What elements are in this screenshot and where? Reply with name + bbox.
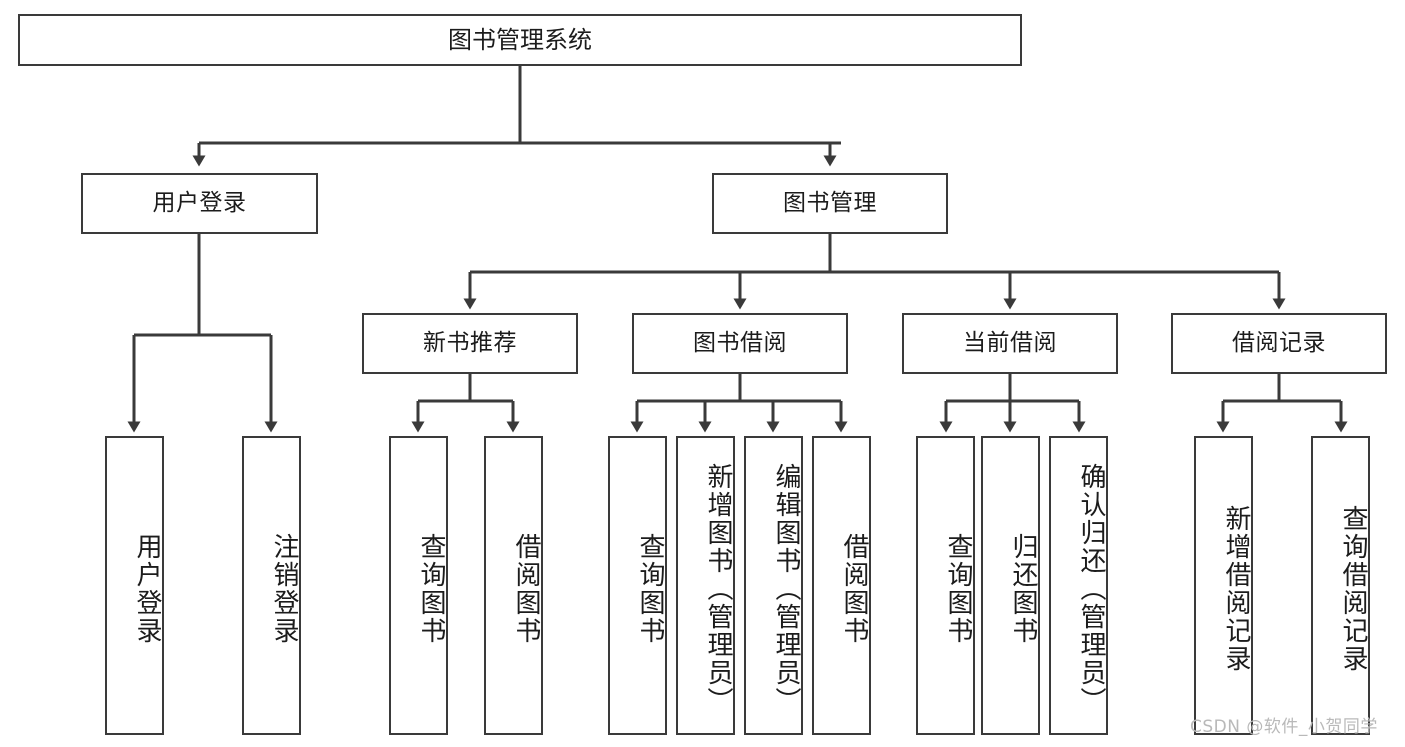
leaf-user-login-logout[interactable]: 注销登录 (242, 436, 301, 735)
leaf-borrow-record-add[interactable]: 新增借阅记录 (1194, 436, 1253, 735)
node-new-book-recommend[interactable]: 新书推荐 (362, 313, 578, 374)
node-label: 确认归还（管理员） (1076, 462, 1106, 715)
node-borrow-record[interactable]: 借阅记录 (1171, 313, 1387, 374)
node-label: 查询图书 (943, 532, 973, 645)
node-current-borrow[interactable]: 当前借阅 (902, 313, 1118, 374)
node-label: 用户登录 (152, 189, 247, 216)
node-label: 图书管理系统 (448, 25, 592, 54)
watermark: CSDN @软件_小贺同学 (1190, 717, 1378, 737)
leaf-new-book-query[interactable]: 查询图书 (389, 436, 448, 735)
leaf-current-borrow-query[interactable]: 查询图书 (916, 436, 975, 735)
node-label: 编辑图书（管理员） (771, 462, 801, 715)
node-label: 新增借阅记录 (1221, 504, 1251, 673)
node-book-management[interactable]: 图书管理 (712, 173, 948, 234)
leaf-book-borrow-borrow[interactable]: 借阅图书 (812, 436, 871, 735)
node-label: 注销登录 (269, 532, 299, 645)
leaf-new-book-borrow[interactable]: 借阅图书 (484, 436, 543, 735)
node-user-login[interactable]: 用户登录 (81, 173, 318, 234)
node-label: 当前借阅 (963, 329, 1057, 356)
node-label: 新书推荐 (423, 329, 517, 356)
node-label: 借阅图书 (511, 532, 541, 645)
leaf-book-borrow-query[interactable]: 查询图书 (608, 436, 667, 735)
node-root-system[interactable]: 图书管理系统 (18, 14, 1022, 66)
leaf-borrow-record-query[interactable]: 查询借阅记录 (1311, 436, 1370, 735)
node-book-borrow[interactable]: 图书借阅 (632, 313, 848, 374)
node-label: 归还图书 (1008, 532, 1038, 645)
node-label: 查询图书 (635, 532, 665, 645)
node-label: 查询借阅记录 (1338, 504, 1368, 673)
node-label: 用户登录 (132, 532, 162, 645)
node-label: 图书管理 (783, 189, 877, 216)
node-label: 图书借阅 (693, 329, 787, 356)
leaf-current-borrow-return[interactable]: 归还图书 (981, 436, 1040, 735)
leaf-book-borrow-add[interactable]: 新增图书（管理员） (676, 436, 735, 735)
leaf-book-borrow-edit[interactable]: 编辑图书（管理员） (744, 436, 803, 735)
node-label: 借阅图书 (839, 532, 869, 645)
node-label: 新增图书（管理员） (703, 462, 733, 715)
leaf-current-borrow-confirm-return[interactable]: 确认归还（管理员） (1049, 436, 1108, 735)
node-label: 查询图书 (416, 532, 446, 645)
node-label: 借阅记录 (1232, 329, 1326, 356)
leaf-user-login-login[interactable]: 用户登录 (105, 436, 164, 735)
